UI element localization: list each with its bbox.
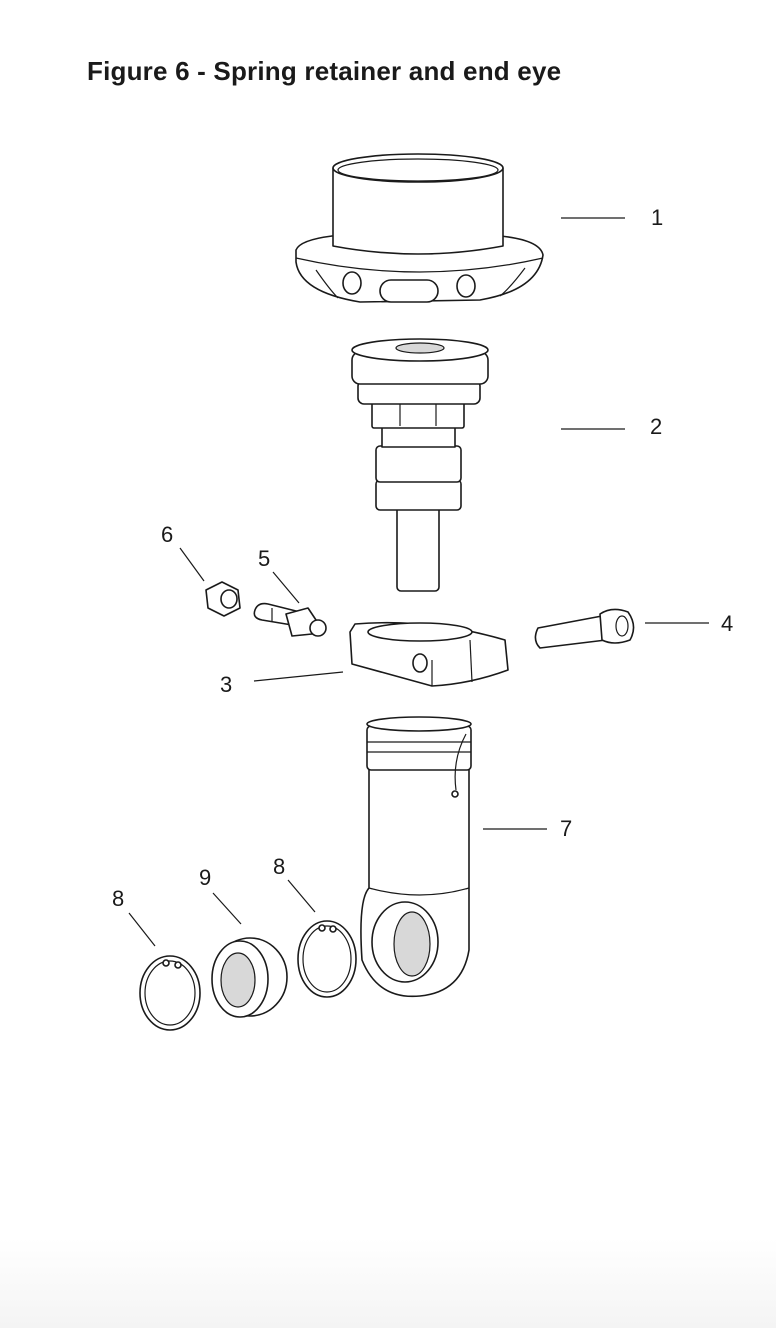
callout-7: 7: [560, 816, 572, 841]
part-bearing: [211, 937, 288, 1018]
leader-lines: [128, 217, 709, 947]
part-circlip-left: [139, 955, 201, 1031]
part-stud: [253, 602, 327, 637]
callout-4: 4: [721, 611, 733, 636]
callout-1: 1: [651, 205, 663, 230]
part-end-eye: [360, 716, 472, 998]
leader-3: [253, 671, 344, 682]
callout-9: 9: [199, 865, 211, 890]
page-bottom-edge: [0, 1238, 776, 1328]
leader-6: [179, 547, 205, 582]
callout-5: 5: [258, 546, 270, 571]
part-cap-screw: [534, 608, 635, 649]
callout-labels: 1 2 3 4 5 6 7 8 9 8: [112, 205, 733, 911]
leader-8a: [128, 912, 156, 947]
part-circlip-right: [297, 920, 357, 998]
figure-title: Figure 6 - Spring retainer and end eye: [87, 56, 562, 86]
leader-9: [212, 892, 242, 925]
part-spring-retainer: [295, 153, 544, 303]
leader-8b: [287, 879, 316, 913]
part-clamp: [349, 621, 509, 687]
callout-3: 3: [220, 672, 232, 697]
callout-8-left: 8: [112, 886, 124, 911]
callout-2: 2: [650, 414, 662, 439]
part-piston-rod: [351, 338, 489, 592]
callout-8-right: 8: [273, 854, 285, 879]
part-nut: [205, 581, 241, 617]
callout-6: 6: [161, 522, 173, 547]
leader-5: [272, 571, 300, 604]
